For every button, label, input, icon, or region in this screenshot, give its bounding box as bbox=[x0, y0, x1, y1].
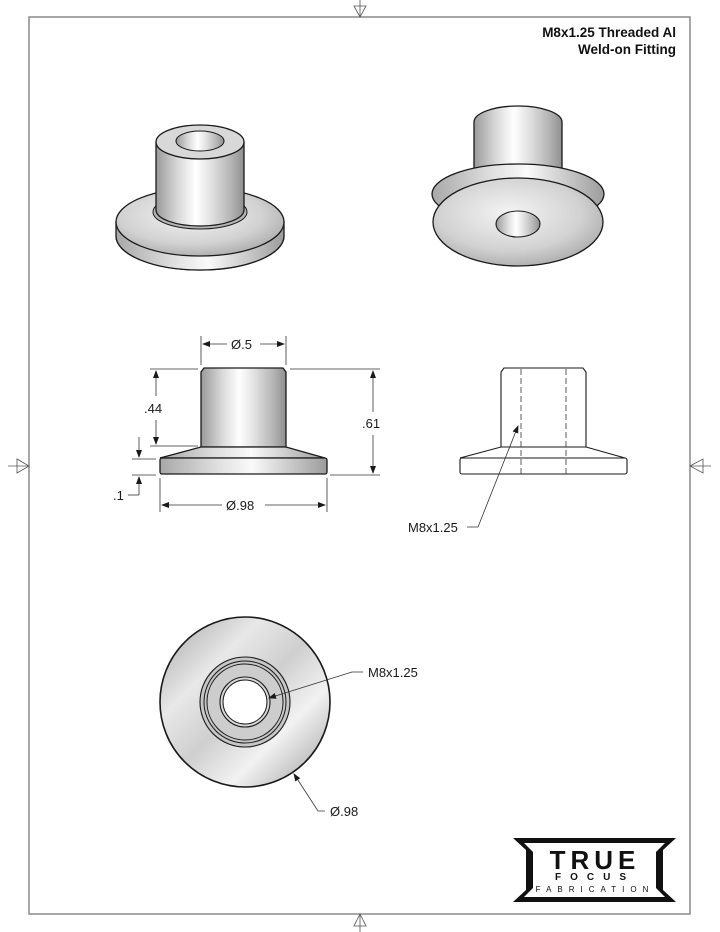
title-line-2: Weld-on Fitting bbox=[578, 42, 676, 57]
isometric-bottom-view bbox=[431, 105, 605, 267]
logo-fabrication: FABRICATION bbox=[536, 885, 655, 894]
center-mark-left bbox=[8, 458, 30, 474]
hidden-line-view: M8x1.25 bbox=[408, 367, 628, 535]
dim-boss-height: .44 bbox=[144, 401, 162, 416]
sheet-border bbox=[28, 16, 691, 915]
top-thread-callout: M8x1.25 bbox=[368, 665, 418, 680]
center-mark-bottom bbox=[353, 913, 367, 932]
dim-flange-diameter: Ø.98 bbox=[226, 498, 254, 513]
title-line-1: M8x1.25 Threaded Al bbox=[542, 25, 676, 40]
front-view: Ø.5 .44 .61 .1 Ø.98 bbox=[113, 336, 380, 513]
title-block: M8x1.25 Threaded Al Weld-on Fitting bbox=[542, 24, 676, 58]
isometric-top-view bbox=[115, 124, 285, 271]
dim-overall-height: .61 bbox=[362, 416, 380, 431]
dim-flange-thickness: .1 bbox=[113, 488, 124, 503]
dim-boss-diameter: Ø.5 bbox=[231, 337, 252, 352]
center-mark-right bbox=[689, 458, 711, 474]
top-view: M8x1.25 Ø.98 bbox=[159, 616, 418, 819]
section-thread-callout: M8x1.25 bbox=[408, 520, 458, 535]
logo-true: TRUE bbox=[550, 845, 641, 875]
company-logo: TRUE FOCUS FABRICATION bbox=[513, 838, 676, 902]
center-mark-top bbox=[353, 0, 367, 18]
logo-focus: FOCUS bbox=[555, 872, 635, 883]
top-flange-diameter: Ø.98 bbox=[330, 804, 358, 819]
